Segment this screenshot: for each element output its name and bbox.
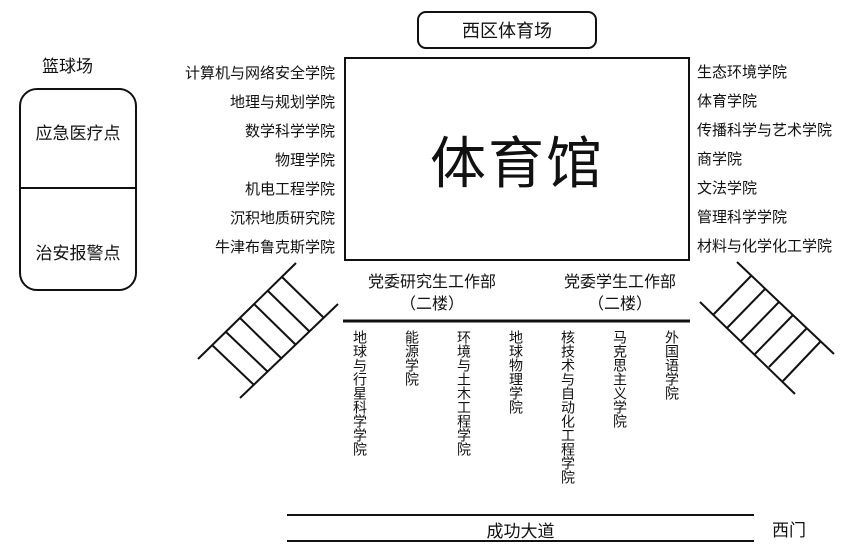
office-name: 党委学生工作部 [563, 272, 676, 291]
right-college: 材料与化学化工学院 [697, 237, 833, 255]
bottom-college: 环境与土木工程学院 [455, 330, 471, 456]
right-stairs [699, 261, 835, 395]
service-points-box [19, 88, 137, 291]
medical-point-label: 应急医疗点 [35, 124, 121, 144]
bottom-college: 马克思主义学院 [611, 330, 627, 428]
chenggong-avenue-label: 成功大道 [486, 522, 555, 542]
left-college: 牛津布鲁克斯学院 [214, 238, 335, 256]
road-edge-top [287, 514, 754, 516]
office-floor: （二楼） [587, 294, 652, 313]
bottom-college: 核技术与自动化工程学院 [559, 330, 575, 484]
gymnasium-box: 体育馆 [344, 57, 690, 261]
student-work-office: 党委学生工作部 （二楼） [550, 271, 690, 315]
left-stairs [197, 262, 339, 399]
road-edge-bottom [287, 540, 754, 542]
right-college: 体育学院 [697, 92, 758, 110]
left-college: 计算机与网络安全学院 [184, 64, 335, 82]
left-college: 地理与规划学院 [229, 93, 335, 111]
right-college: 生态环境学院 [697, 63, 788, 81]
left-college: 沉积地质研究院 [229, 209, 335, 227]
left-college: 机电工程学院 [244, 180, 335, 198]
office-floor: （二楼） [399, 294, 464, 313]
left-college: 物理学院 [274, 151, 335, 169]
gymnasium-label: 体育馆 [430, 131, 604, 197]
graduate-work-office: 党委研究生工作部 （二楼） [352, 271, 512, 315]
bottom-college: 地球与行星科学学院 [351, 330, 367, 456]
office-name: 党委研究生工作部 [367, 272, 496, 291]
bottom-college: 外国语学院 [663, 330, 679, 400]
service-points-divider [19, 187, 137, 189]
right-college-list: 生态环境学院 体育学院 传播科学与艺术学院 商学院 文法学院 管理科学学院 材料… [697, 58, 832, 261]
right-college: 传播科学与艺术学院 [697, 121, 833, 139]
west-gate-label: 西门 [772, 521, 806, 541]
basketball-court-label: 篮球场 [42, 57, 93, 77]
right-college: 管理科学学院 [697, 208, 788, 226]
police-point-label: 治安报警点 [35, 244, 121, 264]
bottom-college: 能源学院 [403, 330, 419, 386]
left-college: 数学科学学院 [244, 122, 335, 140]
bottom-college: 地球物理学院 [507, 330, 523, 414]
left-college-list: 计算机与网络安全学院 地理与规划学院 数学科学学院 物理学院 机电工程学院 沉积… [185, 59, 335, 262]
west-stadium-label: 西区体育场 [462, 21, 552, 42]
right-college: 商学院 [697, 150, 743, 168]
west-stadium-box: 西区体育场 [417, 11, 597, 49]
right-college: 文法学院 [697, 179, 758, 197]
